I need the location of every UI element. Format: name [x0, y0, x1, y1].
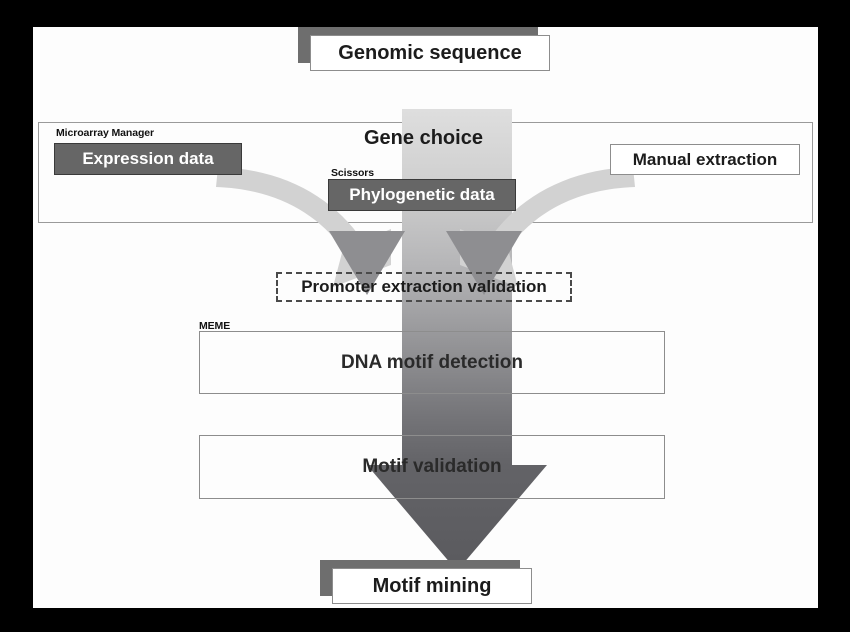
phylogenetic-data-box[interactable]: Phylogenetic data: [328, 179, 516, 211]
dna-motif-detection-box[interactable]: DNA motif detection: [199, 331, 665, 394]
manual-extraction-box[interactable]: Manual extraction: [610, 144, 800, 175]
expression-data-box[interactable]: Expression data: [54, 143, 242, 175]
expression-data-label: Expression data: [82, 149, 214, 168]
genomic-sequence-box[interactable]: Genomic sequence: [310, 35, 550, 71]
genomic-sequence-label: Genomic sequence: [338, 41, 522, 64]
promoter-extraction-validation-box[interactable]: Promoter extraction validation: [276, 272, 572, 302]
motif-validation-box[interactable]: Motif validation: [199, 435, 665, 499]
phylogenetic-data-label: Phylogenetic data: [349, 185, 495, 204]
manual-extraction-label: Manual extraction: [632, 149, 778, 169]
dna-motif-detection-label: DNA motif detection: [341, 351, 523, 373]
expression-data-caption: Microarray Manager: [56, 127, 154, 139]
diagram-canvas: Genomic sequence Gene choice Microarray …: [33, 27, 818, 608]
motif-validation-label: Motif validation: [362, 456, 502, 477]
dna-motif-detection-caption: MEME: [199, 320, 231, 332]
gene-choice-title: Gene choice: [364, 127, 483, 149]
motif-mining-box[interactable]: Motif mining: [332, 568, 532, 604]
phylogenetic-data-caption: Scissors: [331, 167, 374, 179]
promoter-extraction-validation-label: Promoter extraction validation: [301, 277, 547, 296]
motif-mining-label: Motif mining: [372, 574, 492, 597]
